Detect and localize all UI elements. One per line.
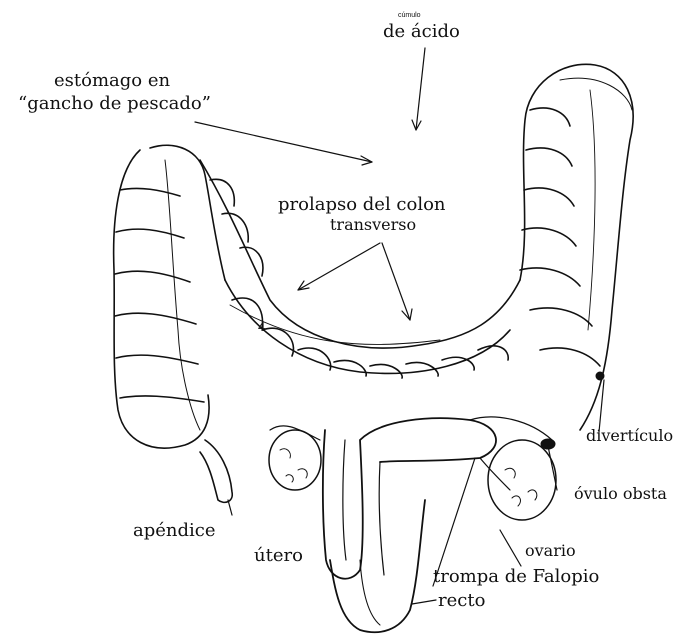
uterus <box>323 418 496 579</box>
prolapse-label-line1: prolapso del colon <box>278 196 446 214</box>
acid-note-small: cúmulo <box>398 12 421 19</box>
stomach-label-line1: estómago en <box>54 72 170 90</box>
descending-colon <box>520 64 633 430</box>
fallopian-label: trompa de Falopio <box>433 568 599 586</box>
acid-label: de ácido <box>383 23 460 41</box>
diverticulum-marker <box>596 372 604 380</box>
appendix-label: apéndice <box>133 522 216 540</box>
ovary-label: ovario <box>525 543 576 559</box>
stomach-label-line2: “gancho de pescado” <box>18 95 211 113</box>
appendix <box>200 440 232 502</box>
prolapse-label-line2: transverso <box>330 217 416 233</box>
figure-number: 4 <box>258 320 265 333</box>
ascending-colon <box>114 145 225 448</box>
diverticulum-label: divertículo <box>586 428 673 444</box>
ovum-label: óvulo obsta <box>574 486 667 502</box>
uterus-label: útero <box>254 547 303 565</box>
rectum-label: recto <box>438 592 485 610</box>
rectum <box>330 500 425 632</box>
left-ovary <box>269 426 321 490</box>
transverse-colon <box>200 160 520 378</box>
pointer-arrows <box>195 48 604 604</box>
right-ovary <box>470 417 556 520</box>
